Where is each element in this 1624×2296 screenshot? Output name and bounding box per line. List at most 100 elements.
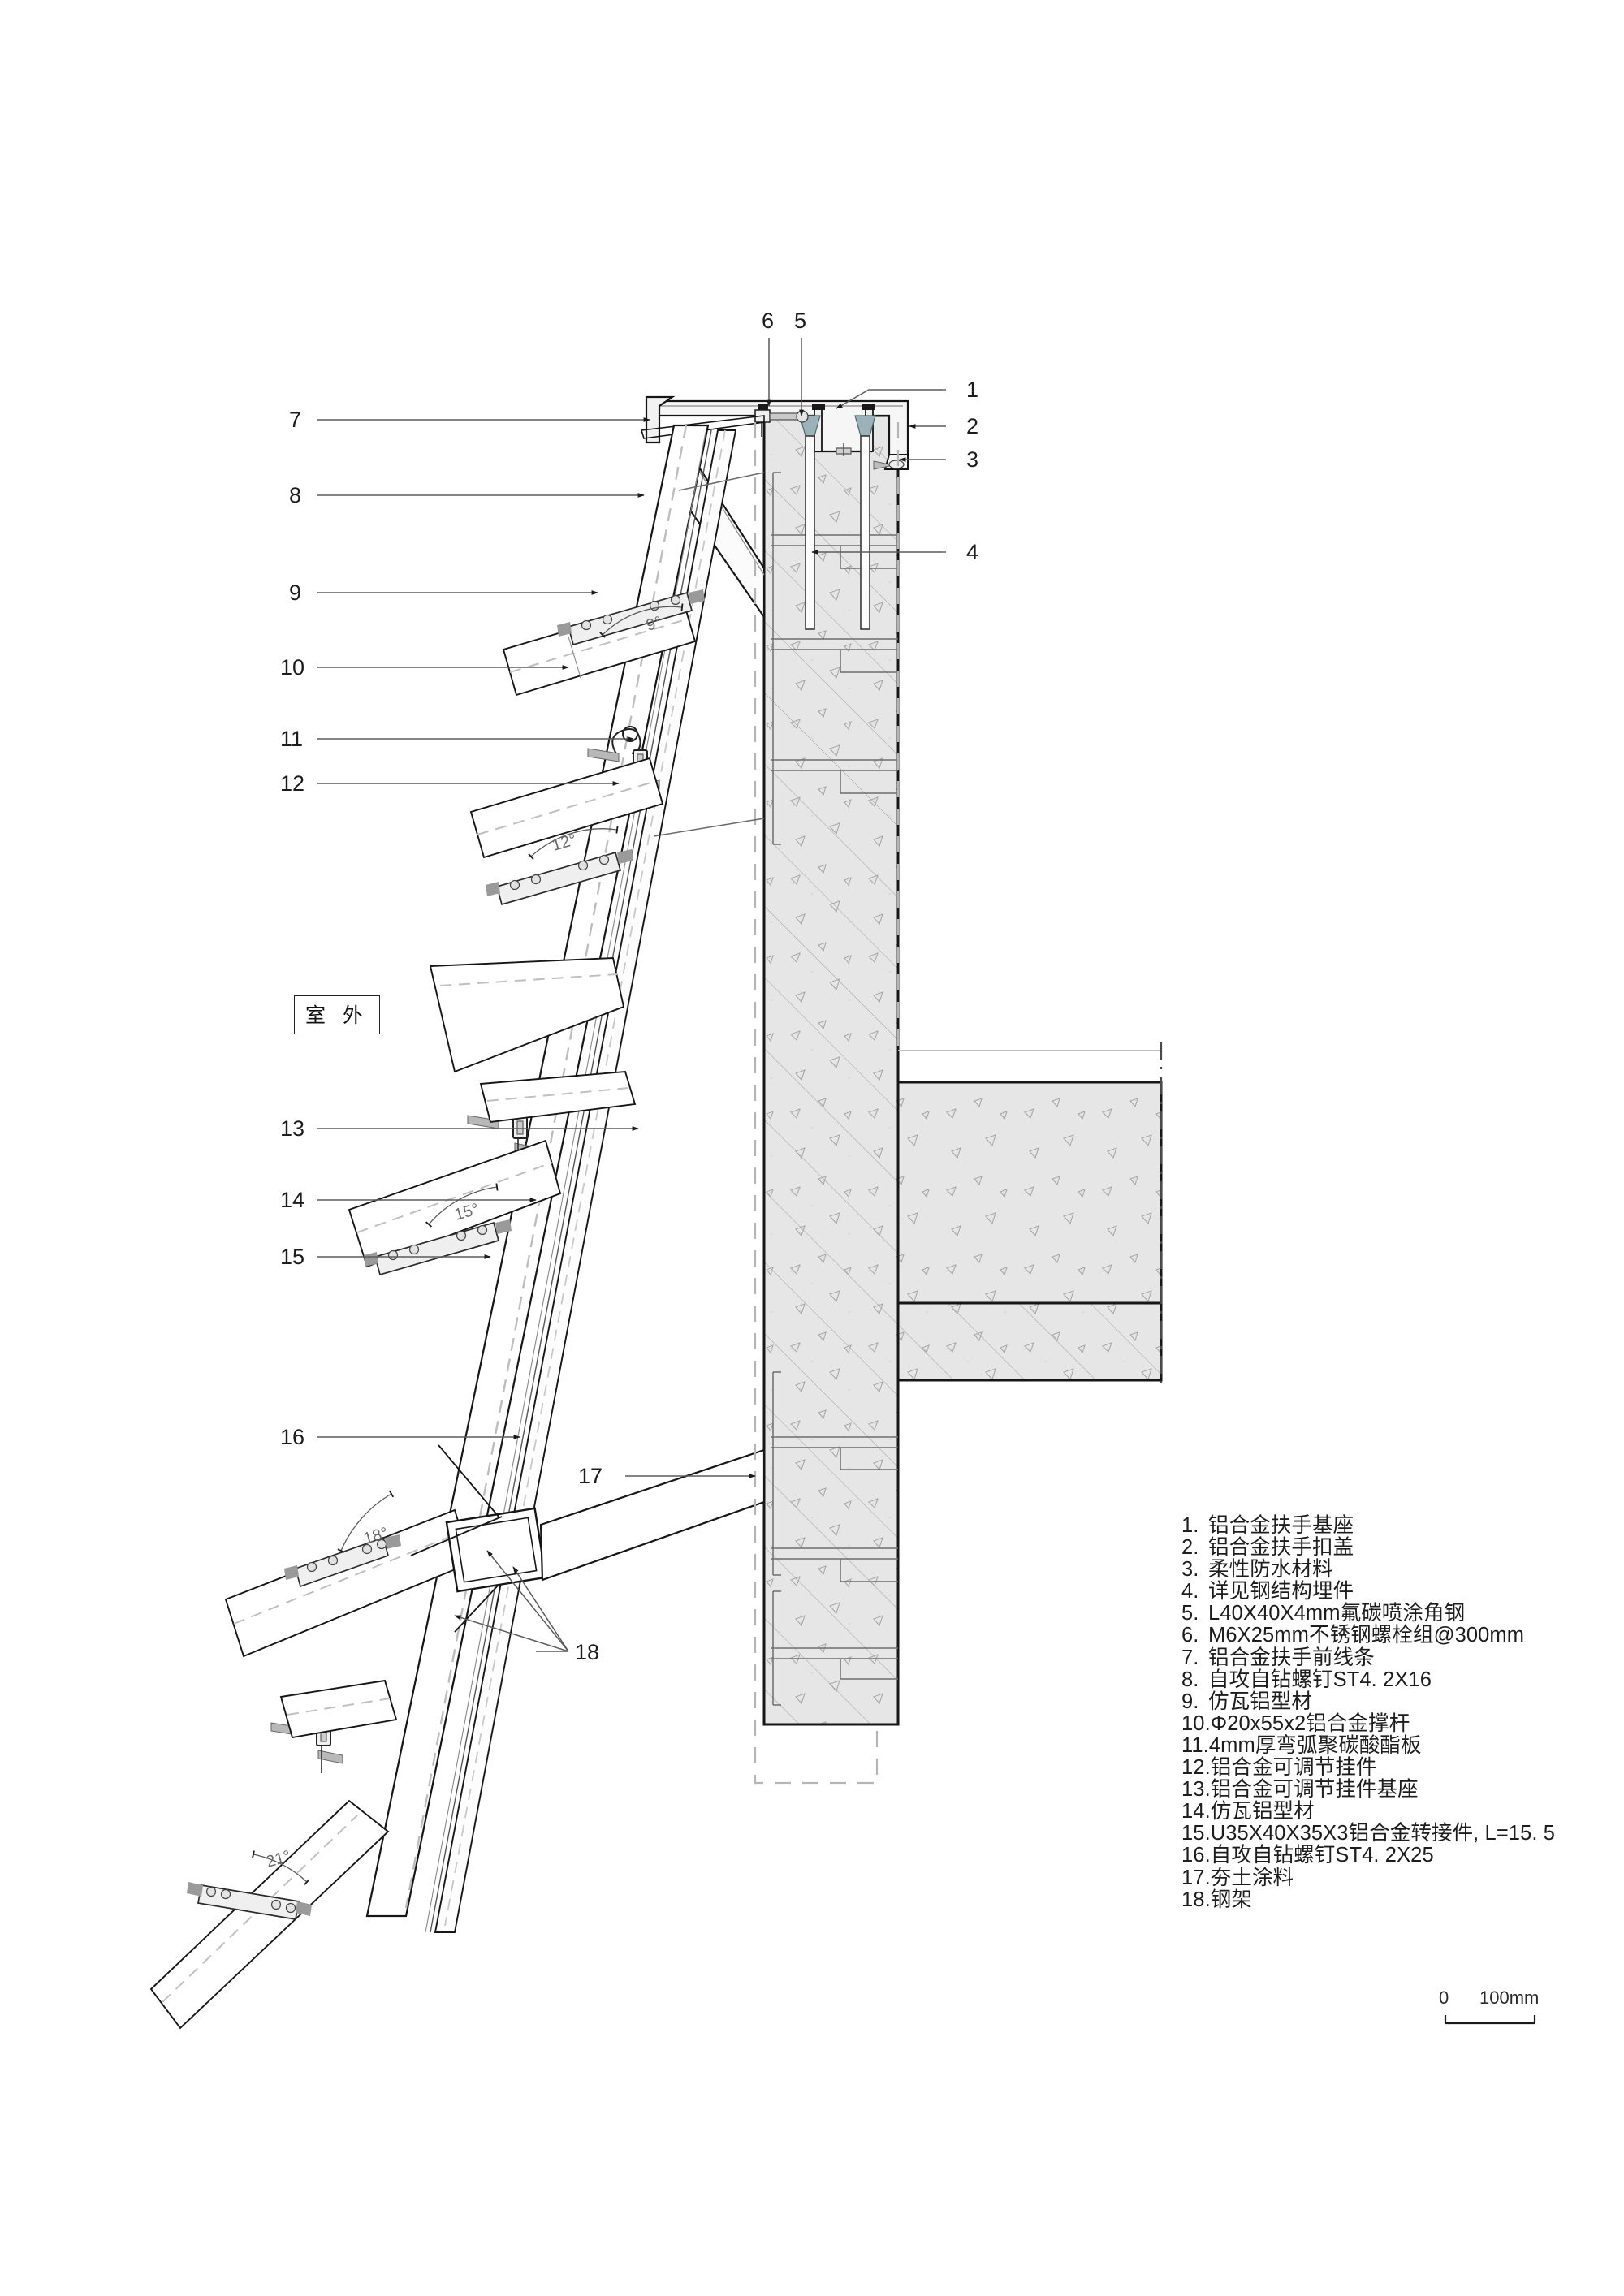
- legend-item-number: 3.: [1181, 1558, 1199, 1582]
- legend-item: 4. 详见钢结构埋件: [1181, 1581, 1604, 1603]
- legend-item-number: 4.: [1181, 1580, 1199, 1603]
- inclined-louver-facade: [149, 424, 737, 2030]
- legend-item-text: 仿瓦铝型材: [1208, 1690, 1313, 1713]
- callout-number-15: 15: [280, 1245, 304, 1269]
- legend-item: 17.夯土涂料: [1181, 1867, 1604, 1889]
- wall-rebate-lines: [771, 534, 898, 1680]
- legend-item: 15.U35X40X35X3铝合金转接件, L=15. 5: [1181, 1823, 1604, 1845]
- legend-item-number: 15.: [1181, 1822, 1211, 1845]
- legend-item-number: 5.: [1181, 1602, 1199, 1625]
- legend-item-number: 10.: [1181, 1711, 1211, 1735]
- legend-item-text: 4mm厚弯弧聚碳酸酯板: [1208, 1733, 1422, 1757]
- callout-number-13: 13: [280, 1116, 304, 1141]
- embedded-anchor-bolts: [799, 415, 876, 630]
- callout-number-16: 16: [280, 1425, 304, 1449]
- callout-number-7: 7: [289, 408, 301, 432]
- callout-number-5: 5: [794, 309, 806, 333]
- steel-frame: [410, 1444, 766, 1633]
- legend-item: 1. 铝合金扶手基座: [1181, 1514, 1604, 1537]
- legend-item: 13.铝合金可调节挂件基座: [1181, 1779, 1604, 1801]
- callout-number-1: 1: [966, 378, 978, 402]
- legend-item: 11.4mm厚弯弧聚碳酸酯板: [1181, 1733, 1604, 1757]
- angle-dim-9: [599, 603, 684, 638]
- leader-18a: [486, 1550, 569, 1652]
- scale-bar-max-label: 100mm: [1479, 1987, 1540, 2008]
- legend-item-number: 11.: [1181, 1733, 1209, 1757]
- legend-item-text: M6X25mm不锈钢螺栓组@300mm: [1208, 1624, 1525, 1647]
- callout-number-3: 3: [966, 447, 978, 472]
- leader-18c: [512, 1566, 569, 1652]
- legend-item: 10.Φ20x55x2铝合金撑杆: [1181, 1711, 1604, 1735]
- callout-number-8: 8: [289, 483, 301, 507]
- legend-item-number: 12.: [1181, 1756, 1211, 1780]
- legend-item: 12.铝合金可调节挂件: [1181, 1756, 1604, 1780]
- callout-number-18: 18: [575, 1640, 599, 1664]
- legend-item-number: 1.: [1181, 1514, 1199, 1537]
- room-tag-outdoor: 室 外: [294, 995, 380, 1034]
- legend-item-number: 17.: [1181, 1866, 1211, 1889]
- callout-number-2: 2: [966, 414, 978, 438]
- legend-item-text: 铝合金可调节挂件: [1210, 1756, 1377, 1780]
- legend-item-number: 6.: [1181, 1624, 1199, 1647]
- scale-bar-zero-label: 0: [1439, 1987, 1449, 2008]
- legend-item-number: 7.: [1181, 1646, 1199, 1669]
- legend-item-text: 铝合金扶手基座: [1208, 1514, 1354, 1537]
- legend-item: 14.仿瓦铝型材: [1181, 1801, 1604, 1823]
- legend-item-number: 14.: [1181, 1800, 1211, 1823]
- callout-number-4: 4: [966, 540, 978, 564]
- callout-leaders: [317, 338, 946, 1652]
- legend-item: 7. 铝合金扶手前线条: [1181, 1646, 1604, 1669]
- leader-inner-a: [678, 472, 765, 491]
- legend-item: 9. 仿瓦铝型材: [1181, 1690, 1604, 1713]
- scale-bar: 0 100mm: [1429, 1987, 1539, 2026]
- legend-item-text: 钢架: [1210, 1888, 1252, 1911]
- leader-18b: [454, 1615, 569, 1652]
- louver-blade-3: [429, 957, 625, 1073]
- legend-item: 5. L40X40X4mm氟碳喷涂角钢: [1181, 1603, 1604, 1625]
- legend-item-text: 自攻自钻螺钉ST4. 2X16: [1208, 1668, 1432, 1691]
- aluminium-handrail-assembly: [645, 395, 909, 630]
- angle-dim-12: [528, 826, 619, 860]
- legend-item: 16.自攻自钻螺钉ST4. 2X25: [1181, 1845, 1604, 1867]
- legend-item-text: 铝合金扶手前线条: [1208, 1646, 1375, 1669]
- legend-item-text: 详见钢结构埋件: [1208, 1580, 1354, 1603]
- callout-number-14: 14: [280, 1188, 304, 1212]
- concrete-slab-right: [896, 1042, 1163, 1385]
- leader-1: [836, 389, 946, 409]
- legend-item: 8. 自攻自钻螺钉ST4. 2X16: [1181, 1668, 1604, 1691]
- support-rod-2: [486, 849, 633, 906]
- concrete-wall-section: [762, 414, 900, 1726]
- support-rod-5: [187, 1882, 312, 1920]
- legend-item-text: Φ20x55x2铝合金撑杆: [1210, 1711, 1410, 1735]
- angle-dim-21: [252, 1850, 310, 1885]
- legend-item-text: 柔性防水材料: [1208, 1558, 1333, 1582]
- legend-item-number: 2.: [1181, 1536, 1199, 1560]
- legend-item-number: 18.: [1181, 1888, 1211, 1911]
- legend-list: 1. 铝合金扶手基座 2. 铝合金扶手扣盖 3. 柔性防水材料 4. 详见钢结构埋件 5…: [1181, 1514, 1604, 1911]
- leader-inner-b: [653, 818, 765, 837]
- callout-number-17: 17: [578, 1464, 603, 1488]
- legend-item-number: 13.: [1181, 1778, 1211, 1802]
- legend-item: 6. M6X25mm不锈钢螺栓组@300mm: [1181, 1625, 1604, 1646]
- legend-item-text: L40X40X4mm氟碳喷涂角钢: [1208, 1602, 1466, 1625]
- callout-number-11: 11: [280, 727, 303, 751]
- legend-item-number: 9.: [1181, 1690, 1199, 1713]
- scale-bar-graphic: [1444, 2015, 1536, 2025]
- legend-item-text: 铝合金可调节挂件基座: [1210, 1778, 1419, 1802]
- legend-item-text: 夯土涂料: [1210, 1866, 1294, 1889]
- legend-item: 18.钢架: [1181, 1888, 1604, 1911]
- legend-item-number: 8.: [1181, 1668, 1199, 1691]
- callout-number-9: 9: [289, 580, 301, 605]
- legend-item-text: 仿瓦铝型材: [1210, 1800, 1315, 1823]
- callout-number-12: 12: [280, 771, 304, 796]
- callout-number-6: 6: [762, 309, 774, 333]
- legend-item-text: 自攻自钻螺钉ST4. 2X25: [1210, 1844, 1434, 1867]
- legend-item-text: 铝合金扶手扣盖: [1208, 1536, 1354, 1560]
- legend-item: 2. 铝合金扶手扣盖: [1181, 1536, 1604, 1560]
- drawing-boundary-dashed: [754, 422, 900, 1785]
- legend-item: 3. 柔性防水材料: [1181, 1559, 1604, 1581]
- callout-number-10: 10: [280, 655, 304, 680]
- legend-item-text: U35X40X35X3铝合金转接件, L=15. 5: [1210, 1822, 1556, 1845]
